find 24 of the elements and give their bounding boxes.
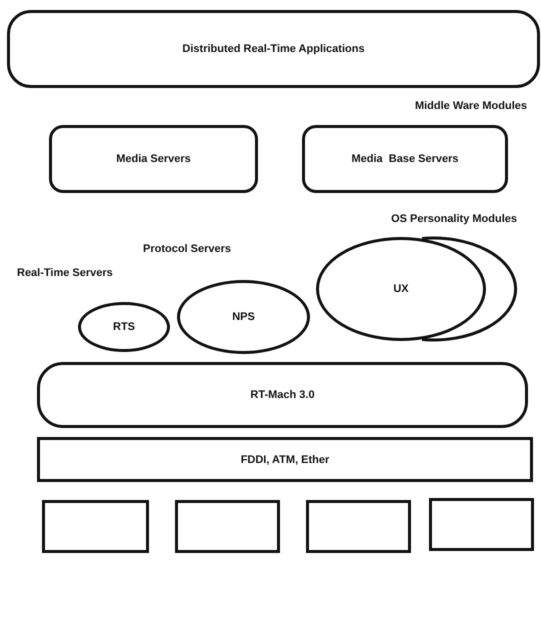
node-label: Distributed Real-Time Applications (182, 43, 365, 55)
layer-box (49, 125, 258, 193)
layer-box (302, 125, 508, 193)
empty-box (306, 500, 411, 553)
node-label: RTS (113, 321, 135, 333)
empty-box (175, 500, 280, 553)
node-label: RT-Mach 3.0 (250, 389, 315, 401)
empty-box (429, 498, 534, 551)
group-label: Protocol Servers (143, 243, 232, 255)
layer-box (37, 362, 528, 428)
node-label: NPS (232, 311, 255, 323)
module-ellipse (78, 302, 170, 352)
node-label: Media Base Servers (351, 153, 458, 165)
module-ellipse (177, 280, 310, 354)
node-label: Media Servers (116, 153, 191, 165)
group-label: OS Personality Modules (391, 213, 517, 225)
node-label: UX (393, 283, 409, 295)
layer-box (7, 10, 540, 88)
module-ellipse (316, 237, 486, 341)
empty-box (42, 500, 149, 553)
layer-box (37, 437, 533, 482)
node-label: FDDI, ATM, Ether (240, 454, 330, 466)
group-label: Real-Time Servers (17, 267, 113, 279)
group-label: Middle Ware Modules (414, 100, 527, 112)
